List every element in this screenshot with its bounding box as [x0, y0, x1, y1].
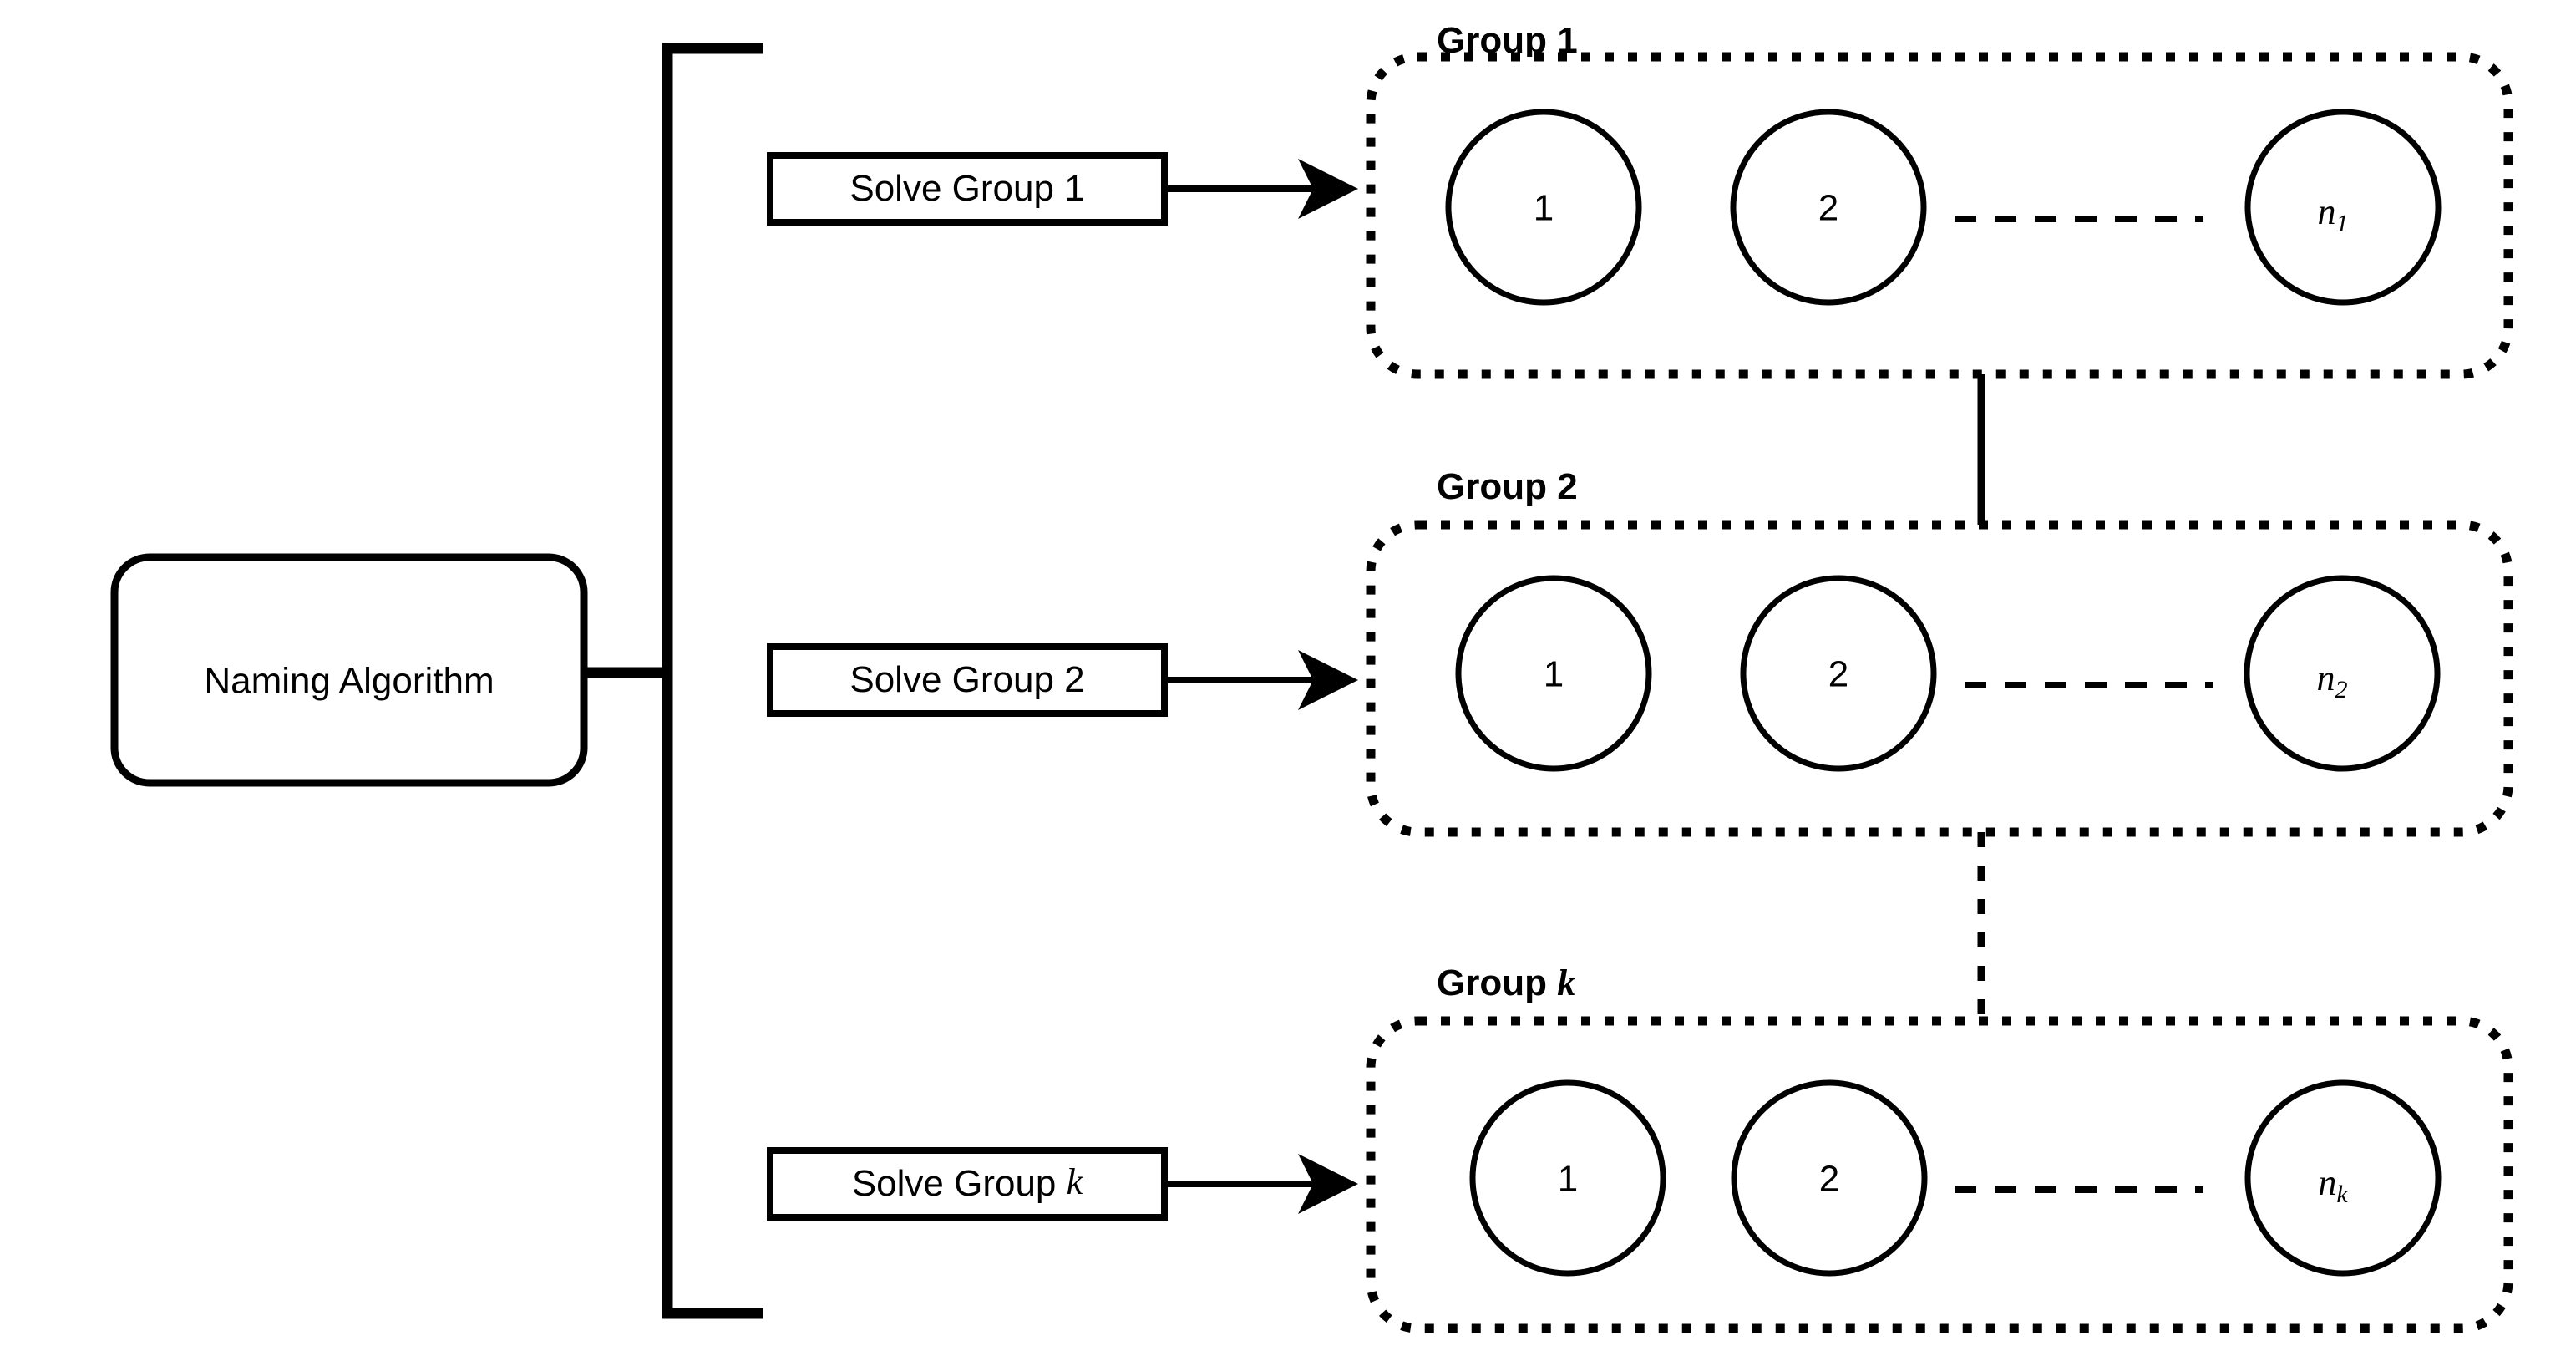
solve-group-2-label-index: 2 [1064, 659, 1084, 700]
distribution-bracket [662, 43, 763, 1319]
group-2-node-2[interactable] [1740, 575, 1937, 772]
naming-algorithm-node[interactable]: Naming Algorithm [110, 553, 588, 787]
group-k-title-index: k [1557, 962, 1575, 1003]
group-1-node-2[interactable] [1730, 109, 1927, 306]
group-1-container[interactable]: Group 1 1 2 n1 [1366, 20, 2513, 379]
solve-group-2-node[interactable]: Solve Group 2 [767, 643, 1358, 717]
group-2-node-last-sub: 2 [2335, 676, 2348, 703]
solve-group-k-label: Solve Group k [852, 1161, 1084, 1204]
group-2-title: Group 2 [1437, 466, 1578, 507]
group-k-node-2-label: 2 [1819, 1159, 1839, 1200]
solve-group-1-label-index: 1 [1064, 168, 1084, 209]
group-1-node-1-label: 1 [1534, 188, 1554, 229]
solve-group-1-node[interactable]: Solve Group 1 [767, 152, 1358, 226]
group-k-title-main: Group [1437, 962, 1557, 1003]
group-2-title-main: Group [1437, 466, 1557, 507]
solve-group-k-label-main: Solve Group [852, 1163, 1067, 1204]
naming-algorithm-label: Naming Algorithm [204, 661, 494, 702]
group-k-node-2[interactable] [1731, 1079, 1928, 1277]
group-k-node-last[interactable] [2244, 1079, 2442, 1277]
group-k-node-last-label: nk [2318, 1162, 2348, 1208]
solve-group-2-label-main: Solve Group [849, 659, 1064, 700]
group-1-node-1[interactable] [1445, 109, 1642, 306]
group-2-node-1[interactable] [1455, 575, 1652, 772]
group-k-boundary[interactable] [1366, 1016, 2513, 1333]
group-1-node-last-label: n1 [2318, 191, 2349, 237]
group-2-node-2-label: 2 [1828, 654, 1848, 695]
solve-group-2-label: Solve Group 2 [849, 659, 1084, 700]
group-k-node-last-base: n [2318, 1162, 2336, 1203]
group-2-container[interactable]: Group 2 1 2 n2 [1366, 466, 2513, 837]
group-2-boundary[interactable] [1366, 520, 2513, 837]
solve-group-k-node[interactable]: Solve Group k [767, 1147, 1358, 1221]
solve-group-1-label-main: Solve Group [849, 168, 1064, 209]
group-2-node-last-label: n2 [2317, 658, 2348, 703]
group-1-node-last-base: n [2318, 191, 2336, 232]
group-k-container[interactable]: Group k 1 2 nk [1366, 962, 2513, 1333]
group-2-node-last-base: n [2317, 658, 2335, 698]
group-2-title-index: 2 [1557, 466, 1577, 507]
solve-group-k-label-index: k [1067, 1161, 1084, 1202]
group-k-node-1[interactable] [1469, 1079, 1666, 1277]
group-1-title: Group 1 [1437, 20, 1578, 61]
group-1-node-last-sub: 1 [2336, 210, 2349, 237]
solve-group-1-label: Solve Group 1 [849, 168, 1084, 209]
group-2-node-1-label: 1 [1544, 654, 1564, 695]
group-1-node-last[interactable] [2244, 109, 2442, 306]
group-1-node-2-label: 2 [1818, 188, 1838, 229]
group-k-node-last-sub: k [2336, 1181, 2348, 1208]
group-1-boundary[interactable] [1366, 52, 2513, 379]
group-2-node-last[interactable] [2244, 575, 2441, 772]
group-k-node-1-label: 1 [1558, 1159, 1578, 1200]
group-k-title: Group k [1437, 962, 1575, 1003]
